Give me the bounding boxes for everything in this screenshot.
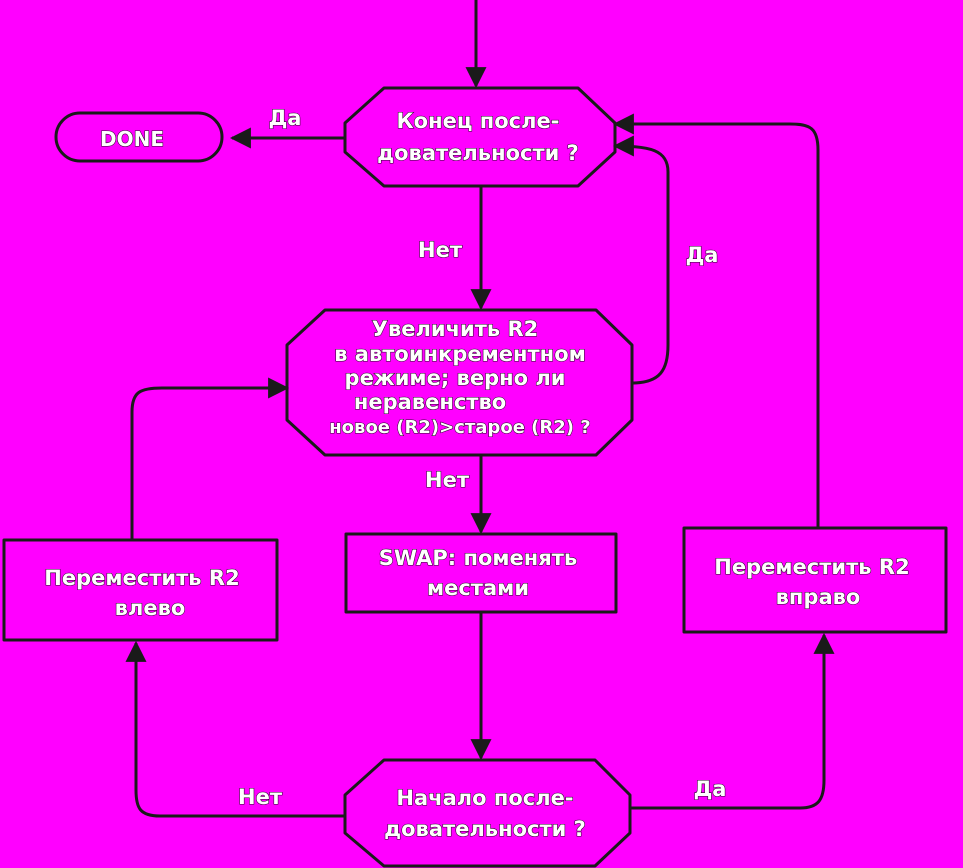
swap-line2: местами bbox=[427, 576, 529, 600]
end-of-sequence-decision bbox=[343, 86, 617, 188]
done-terminal bbox=[54, 111, 224, 163]
increment-r2-line5: новое (R2)>старое (R2) ? bbox=[329, 417, 590, 438]
swap-line1: SWAP: поменять bbox=[379, 546, 578, 570]
end-of-sequence-line2: довательности ? bbox=[377, 141, 579, 165]
edge-label-start-to-right: Да bbox=[694, 777, 727, 801]
swap-process bbox=[344, 532, 618, 614]
increment-r2-line2: в автоинкрементном bbox=[334, 342, 586, 366]
edge-label-increment-to-end: Да bbox=[686, 243, 719, 267]
end-of-sequence-line1: Конец после- bbox=[397, 109, 560, 133]
edge-increment-to-end bbox=[612, 135, 670, 385]
move-left-line1: Переместить R2 bbox=[44, 566, 239, 590]
start-of-sequence-line2: довательности ? bbox=[384, 817, 586, 841]
move-right-line1: Переместить R2 bbox=[714, 555, 909, 579]
edge-right-to-end bbox=[612, 113, 820, 528]
move-right-process bbox=[682, 526, 948, 634]
move-left-line2: влево bbox=[115, 596, 186, 620]
edge-label-end-to-done: Да bbox=[269, 106, 302, 130]
move-right-line2: вправо bbox=[776, 585, 861, 609]
start-of-sequence-line1: Начало после- bbox=[396, 786, 573, 810]
start-of-sequence-decision bbox=[343, 758, 632, 868]
edge-start-to-left bbox=[125, 640, 345, 818]
edge-left-to-increment bbox=[130, 377, 290, 540]
increment-r2-line4: неравенство bbox=[354, 390, 506, 414]
move-left-process bbox=[2, 538, 279, 642]
increment-r2-decision bbox=[285, 308, 634, 457]
increment-r2-line3: режиме; верно ли bbox=[345, 366, 566, 390]
edge-start-to-right bbox=[630, 632, 835, 810]
edge-label-increment-to-swap: Нет bbox=[425, 468, 470, 492]
increment-r2-line1: Увеличить R2 bbox=[372, 317, 539, 341]
edge-label-start-to-left: Нет bbox=[238, 785, 283, 809]
edge-label-end-to-increment: Нет bbox=[418, 238, 463, 262]
done-label: DONE bbox=[100, 127, 164, 151]
